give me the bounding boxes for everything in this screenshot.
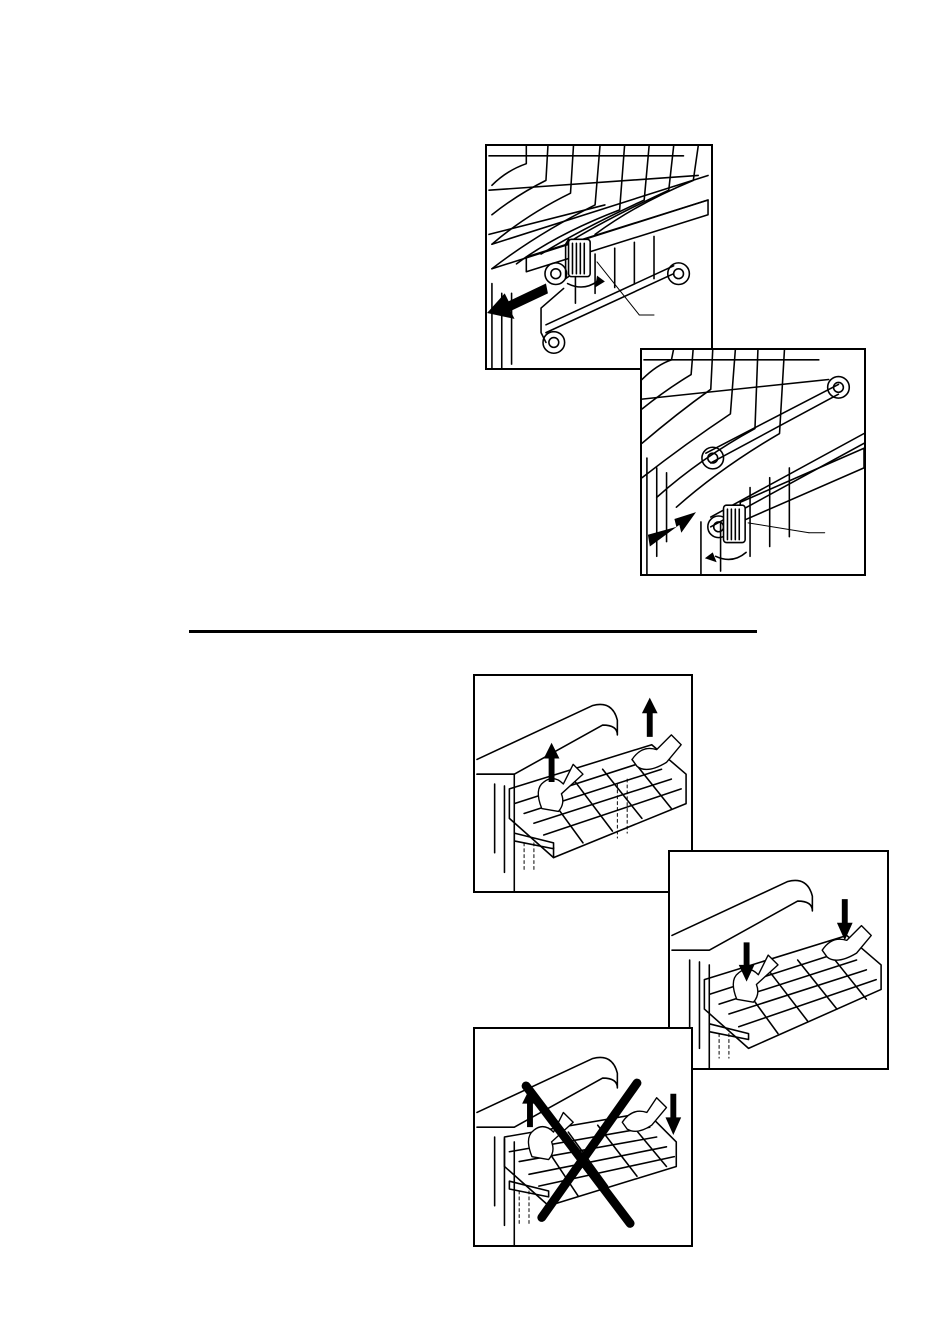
up-arrow-left xyxy=(544,743,560,782)
rack-adjuster-release-illustration xyxy=(487,146,711,368)
wire-rack-grid xyxy=(489,146,698,368)
figure-rack-adjuster-engage xyxy=(640,348,866,576)
push-arrow xyxy=(648,512,696,546)
section-divider xyxy=(189,630,757,633)
rack-rail xyxy=(701,384,864,574)
lower-rack-illustration xyxy=(670,852,887,1068)
figure-lower-rack xyxy=(668,850,889,1070)
up-arrow-right xyxy=(642,698,658,737)
pull-arrow xyxy=(487,284,548,319)
down-arrow-right xyxy=(837,899,853,940)
rack-rail xyxy=(492,175,708,332)
rack-adjuster-engage-illustration xyxy=(642,350,864,574)
figure-incorrect-handling xyxy=(473,1027,693,1247)
rotate-arrow-head xyxy=(595,276,605,288)
figure-rack-adjuster-release xyxy=(485,144,713,370)
callout-line xyxy=(748,523,809,533)
rotate-arrow-head xyxy=(705,552,717,562)
down-arrow xyxy=(665,1094,681,1135)
figure-lift-rack xyxy=(473,674,693,893)
incorrect-handling-illustration xyxy=(475,1029,691,1245)
rotate-arrow xyxy=(568,282,597,287)
rack-runner xyxy=(709,1024,748,1058)
adjuster-lever xyxy=(724,505,746,542)
lift-rack-illustration xyxy=(475,676,691,891)
adjuster-lever xyxy=(566,239,591,278)
